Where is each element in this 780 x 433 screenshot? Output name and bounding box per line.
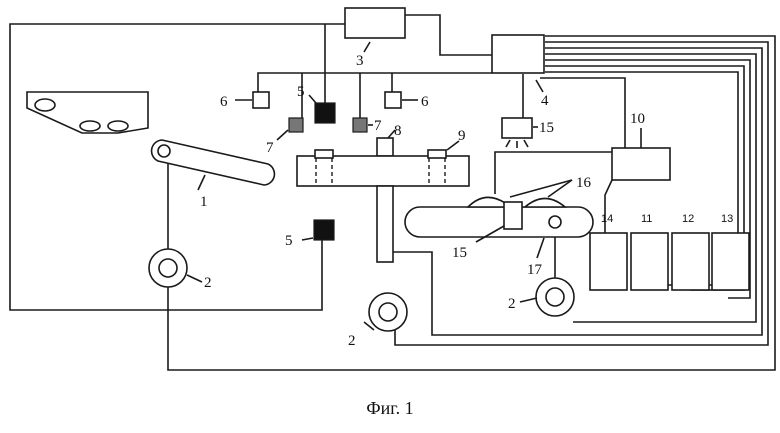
number-labels: 1 2 2 2 3 4 5 5 6 6 7 7 8 9 10 14 11 12 …	[200, 53, 733, 349]
sensor-5a	[315, 103, 335, 123]
label-2c: 2	[508, 296, 516, 312]
block-10	[612, 148, 670, 180]
label-14: 14	[601, 213, 613, 225]
label-4: 4	[541, 93, 549, 109]
hopper	[27, 92, 148, 133]
label-12: 12	[682, 213, 694, 225]
cabinet-13	[712, 233, 749, 290]
figure-caption: Фиг. 1	[0, 398, 780, 419]
label-7a: 7	[266, 140, 274, 156]
label-2a: 2	[204, 275, 212, 291]
label-5b: 5	[285, 233, 293, 249]
label-1: 1	[200, 194, 208, 210]
conveyor-1	[152, 140, 275, 185]
label-2b: 2	[348, 333, 356, 349]
label-3: 3	[356, 53, 364, 69]
sensor-7a	[289, 118, 303, 132]
sensor-5b	[314, 220, 334, 240]
label-13: 13	[721, 213, 733, 225]
sensor-6b	[385, 92, 401, 108]
cabinet-12	[672, 233, 709, 290]
label-9: 9	[458, 128, 466, 144]
motor-2b	[369, 293, 407, 331]
sensor-7b	[353, 118, 367, 132]
sensor-6a	[253, 92, 269, 108]
label-5a: 5	[297, 84, 305, 100]
cabinet-14	[590, 233, 627, 290]
motor-2c	[536, 278, 574, 316]
label-8: 8	[394, 123, 402, 139]
label-7b: 7	[374, 118, 382, 134]
block-4	[492, 35, 544, 73]
conveyor-17	[405, 197, 593, 278]
motor-2a	[149, 249, 187, 287]
label-15b: 15	[452, 245, 467, 261]
lamp-15	[502, 118, 532, 148]
label-10: 10	[630, 111, 645, 127]
label-17: 17	[527, 262, 543, 278]
label-11: 11	[641, 213, 652, 225]
label-6b: 6	[421, 94, 429, 110]
block-3	[345, 8, 405, 38]
cabinet-11	[631, 233, 668, 290]
label-15a: 15	[539, 120, 554, 136]
label-16: 16	[576, 175, 592, 191]
apparatus-diagram: 1 2 2 2 3 4 5 5 6 6 7 7 8 9 10 14 11 12 …	[0, 0, 780, 400]
label-6a: 6	[220, 94, 228, 110]
